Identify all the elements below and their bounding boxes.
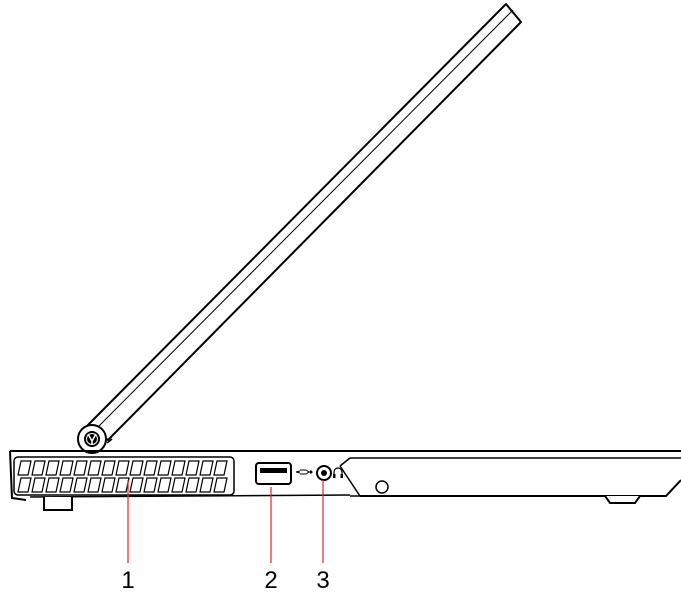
vent-slat — [171, 460, 186, 476]
usb-port — [255, 462, 292, 485]
headphone-icon — [333, 467, 343, 478]
vent-slat — [45, 460, 60, 476]
laptop-lid — [87, 3, 522, 441]
vent-slat — [87, 477, 102, 493]
leader-lines — [127, 480, 324, 563]
vent-slat — [87, 460, 102, 476]
vent-slat — [157, 460, 172, 476]
vent-slat — [31, 460, 46, 476]
vent-slat — [157, 477, 172, 493]
vent-slat — [17, 460, 32, 476]
laptop-base — [9, 450, 681, 511]
fan-vent — [13, 456, 235, 496]
vent-slat — [171, 477, 186, 493]
vent-slat — [59, 460, 74, 476]
vent-slat — [199, 477, 214, 493]
vent-slat — [185, 477, 200, 493]
vent-slat — [73, 460, 88, 476]
vent-slat — [101, 460, 116, 476]
vent-slat — [213, 460, 228, 476]
vent-slat — [129, 477, 144, 493]
vent-slat — [115, 477, 130, 493]
lenovo-logo-icon — [77, 424, 113, 454]
callout-number-2: 2 — [264, 567, 277, 594]
vent-slat — [185, 460, 200, 476]
vent-slat — [129, 460, 144, 476]
vent-slat — [115, 460, 130, 476]
vent-slat — [213, 477, 228, 493]
indicator-light — [375, 480, 389, 494]
vent-slat — [17, 477, 32, 493]
vent-slat — [101, 477, 116, 493]
vent-slat — [45, 477, 60, 493]
vent-slat — [31, 477, 46, 493]
vent-slat — [143, 477, 158, 493]
vent-slat — [73, 477, 88, 493]
audio-jack — [316, 465, 332, 481]
vent-slat — [199, 460, 214, 476]
vent-slat — [59, 477, 74, 493]
callout-number-1: 1 — [121, 567, 134, 594]
usb-ss-icon — [295, 469, 313, 475]
vent-slat — [143, 460, 158, 476]
callout-number-3: 3 — [316, 567, 329, 594]
